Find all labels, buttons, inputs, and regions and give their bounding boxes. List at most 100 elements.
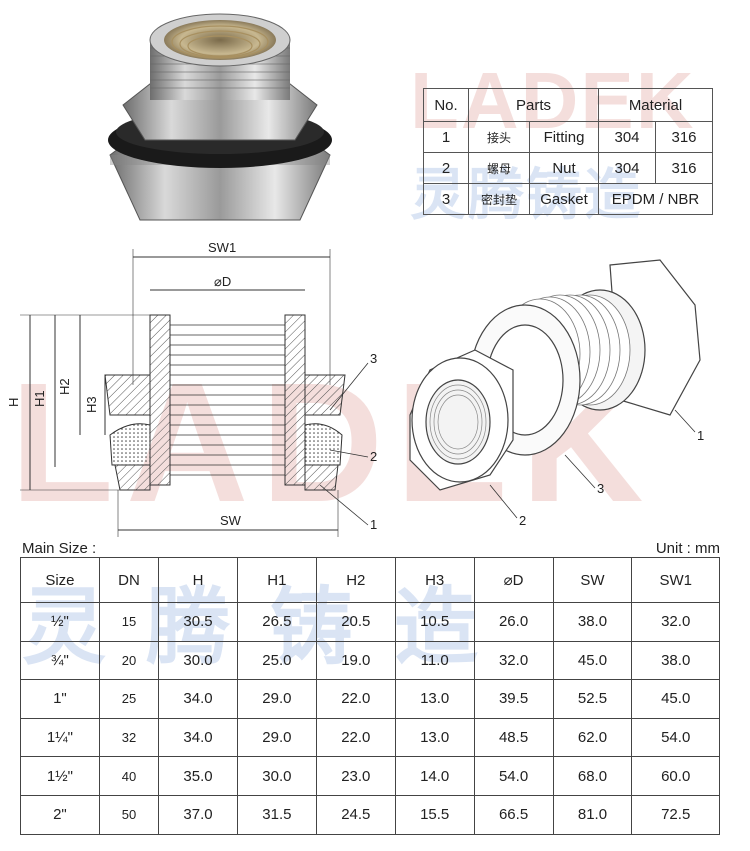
material: EPDM / NBR bbox=[598, 183, 713, 215]
cell-size: 1" bbox=[20, 679, 100, 719]
table-row: ¾" 20 30.0 25.0 19.0 11.0 32.0 45.0 38.0 bbox=[20, 640, 720, 681]
cell-h1: 30.0 bbox=[236, 756, 317, 796]
dim-d-label: ⌀D bbox=[214, 274, 231, 289]
part-name-en: Gasket bbox=[529, 183, 599, 215]
cell-h1: 25.0 bbox=[236, 640, 317, 681]
cell-h1: 26.5 bbox=[236, 602, 317, 642]
cell-sw1: 45.0 bbox=[631, 679, 720, 719]
cell-h1: 29.0 bbox=[236, 717, 317, 758]
cell-h1: 29.0 bbox=[236, 679, 317, 719]
cell-sw1: 38.0 bbox=[631, 640, 720, 681]
dim-h1-label: H1 bbox=[32, 390, 47, 407]
part-name-en: Fitting bbox=[529, 121, 599, 153]
cell-d: 32.0 bbox=[473, 640, 554, 681]
part-name-cn: 密封垫 bbox=[468, 183, 530, 215]
cell-h3: 13.0 bbox=[394, 717, 475, 758]
cell-h2: 24.5 bbox=[315, 794, 396, 835]
cell-h3: 15.5 bbox=[394, 794, 475, 835]
cell-size: ¾" bbox=[20, 640, 100, 681]
part-name-en: Nut bbox=[529, 152, 599, 184]
table-row: 1" 25 34.0 29.0 22.0 13.0 39.5 52.5 45.0 bbox=[20, 679, 720, 719]
header-d: ⌀D bbox=[473, 557, 554, 603]
material-2: 316 bbox=[655, 121, 713, 153]
cell-h: 30.0 bbox=[158, 640, 238, 681]
header-sw: SW bbox=[552, 557, 633, 603]
cell-d: 66.5 bbox=[473, 794, 554, 835]
cell-size: 2" bbox=[20, 794, 100, 835]
cell-h: 30.5 bbox=[158, 602, 238, 642]
cell-h2: 20.5 bbox=[315, 602, 396, 642]
size-header-row: Size DN H H1 H2 H3 ⌀D SW SW1 bbox=[20, 557, 720, 603]
table-row: 1¼" 32 34.0 29.0 22.0 13.0 48.5 62.0 54.… bbox=[20, 717, 720, 758]
cell-d: 39.5 bbox=[473, 679, 554, 719]
cell-sw: 81.0 bbox=[552, 794, 633, 835]
cell-sw1: 54.0 bbox=[631, 717, 720, 758]
table-row: ½" 15 30.5 26.5 20.5 10.5 26.0 38.0 32.0 bbox=[20, 602, 720, 642]
iso-callout-1: 1 bbox=[697, 428, 704, 443]
part-no: 1 bbox=[423, 121, 469, 153]
cell-h3: 14.0 bbox=[394, 756, 475, 796]
cell-dn: 40 bbox=[98, 756, 160, 796]
cell-dn: 20 bbox=[98, 640, 160, 681]
size-table: Size DN H H1 H2 H3 ⌀D SW SW1 ½" 15 30.5 … bbox=[20, 557, 720, 835]
header-h3: H3 bbox=[394, 557, 475, 603]
col-parts: Parts bbox=[468, 88, 599, 122]
callout-1: 1 bbox=[370, 517, 377, 532]
cell-h: 35.0 bbox=[158, 756, 238, 796]
callout-2: 2 bbox=[370, 449, 377, 464]
cell-h2: 22.0 bbox=[315, 679, 396, 719]
cell-h3: 13.0 bbox=[394, 679, 475, 719]
header-h1: H1 bbox=[236, 557, 317, 603]
cell-d: 48.5 bbox=[473, 717, 554, 758]
section-drawing: SW1 ⌀D SW bbox=[6, 240, 377, 537]
part-name-cn: 螺母 bbox=[468, 152, 530, 184]
cell-size: 1¼" bbox=[20, 717, 100, 758]
cell-sw: 68.0 bbox=[552, 756, 633, 796]
parts-header-row: No. Parts Material bbox=[423, 88, 713, 122]
cell-dn: 25 bbox=[98, 679, 160, 719]
part-no: 3 bbox=[423, 183, 469, 215]
cell-h: 37.0 bbox=[158, 794, 238, 835]
unit-label: Unit : mm bbox=[655, 540, 720, 557]
table-row: 2" 50 37.0 31.5 24.5 15.5 66.5 81.0 72.5 bbox=[20, 794, 720, 835]
cell-dn: 15 bbox=[98, 602, 160, 642]
parts-row: 1 接头 Fitting 304 316 bbox=[423, 121, 713, 153]
header-h2: H2 bbox=[315, 557, 396, 603]
cell-sw1: 32.0 bbox=[631, 602, 720, 642]
cell-sw1: 60.0 bbox=[631, 756, 720, 796]
dim-h2-label: H2 bbox=[57, 378, 72, 395]
cell-h3: 10.5 bbox=[394, 602, 475, 642]
cell-sw: 52.5 bbox=[552, 679, 633, 719]
cell-dn: 50 bbox=[98, 794, 160, 835]
parts-row: 2 螺母 Nut 304 316 bbox=[423, 152, 713, 184]
table-row: 1½" 40 35.0 30.0 23.0 14.0 54.0 68.0 60.… bbox=[20, 756, 720, 796]
material-1: 304 bbox=[598, 121, 656, 153]
header-h: H bbox=[158, 557, 238, 603]
exploded-view: 1 3 2 bbox=[409, 259, 704, 528]
main-size-title: Main Size : bbox=[22, 540, 97, 557]
cell-sw: 45.0 bbox=[552, 640, 633, 681]
col-material: Material bbox=[598, 88, 713, 122]
cell-sw: 38.0 bbox=[552, 602, 633, 642]
cell-h2: 19.0 bbox=[315, 640, 396, 681]
cell-dn: 32 bbox=[98, 717, 160, 758]
part-name-cn: 接头 bbox=[468, 121, 530, 153]
cell-size: ½" bbox=[20, 602, 100, 642]
cell-sw: 62.0 bbox=[552, 717, 633, 758]
cell-h2: 22.0 bbox=[315, 717, 396, 758]
cell-h: 34.0 bbox=[158, 717, 238, 758]
cell-d: 26.0 bbox=[473, 602, 554, 642]
dim-sw1-label: SW1 bbox=[208, 240, 236, 255]
cell-d: 54.0 bbox=[473, 756, 554, 796]
part-no: 2 bbox=[423, 152, 469, 184]
parts-row: 3 密封垫 Gasket EPDM / NBR bbox=[423, 183, 713, 215]
header-size: Size bbox=[20, 557, 100, 603]
callout-3: 3 bbox=[370, 351, 377, 366]
col-no: No. bbox=[423, 88, 469, 122]
cell-h3: 11.0 bbox=[394, 640, 475, 681]
iso-callout-3: 3 bbox=[597, 481, 604, 496]
cell-size: 1½" bbox=[20, 756, 100, 796]
product-photo bbox=[108, 13, 332, 221]
material-1: 304 bbox=[598, 152, 656, 184]
dim-h3-label: H3 bbox=[84, 396, 99, 413]
